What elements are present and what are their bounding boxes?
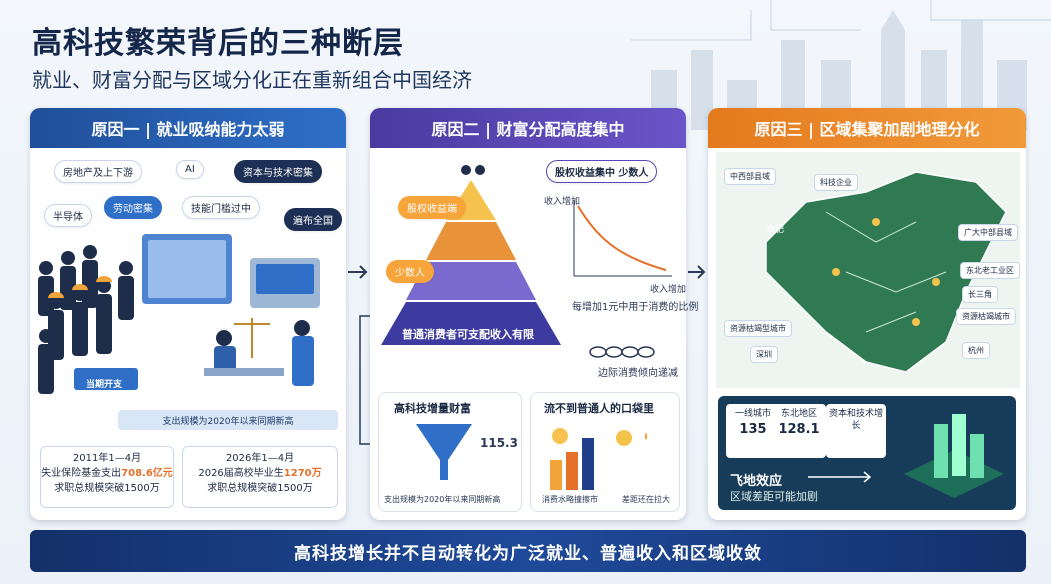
stat-capital: 资本和技术增长 [826,404,886,458]
panel-region-header: 原因三 | 区域集聚加剧地理分化 [708,108,1026,148]
chart-x-label: 收入增加 [650,285,687,295]
card-tech-wealth-value: 115.3 [480,436,518,450]
coin-bars-illustration [550,428,648,490]
stat-tier1-label: 一线城市 [734,409,771,419]
card-not-reaching-title: 流不到普通人的口袋里 [544,402,654,415]
funnel-icon [416,424,472,480]
card-tech-wealth-note: 支出规模为2020年以来同期新高 [384,495,501,504]
map-label-hefei: 合肥 [766,225,785,235]
page-title: 高科技繁荣背后的三种断层 [32,26,404,61]
stat-period: 2011年1—4月 [72,453,142,464]
tag-minority: 少数人 [386,260,434,283]
chain-icon [589,346,655,358]
tag-skill-threshold: 技能门槛过中 [182,196,260,219]
stat-tier1: 一线城市 135 [726,404,780,458]
tag-real-estate: 房地产及上下游 [54,160,142,183]
map-tag-hangzhou: 杭州 [962,342,990,359]
stat-note: 求职总规模突破1500万 [207,483,313,494]
card-tech-wealth-title: 高科技增量财富 [394,402,471,415]
stat-line: 失业保险基金支出708.6亿元 [41,466,173,481]
stat-note: 求职总规模突破1500万 [54,483,160,494]
stat-northeast: 东北地区 128.1 [772,404,826,458]
map-tag-midwest: 中西部县域 [724,168,776,185]
map-tag-resource-cities: 资源枯竭型城市 [724,320,792,337]
tag-equity-end: 股权收益端 [398,196,466,219]
chart-note: 每增加1元中用于消费的比例 [572,302,699,313]
effect-title: 飞地效应 [730,474,783,489]
card-note-2: 差距还在拉大 [622,495,670,504]
arrow-right-icon [808,471,872,483]
arrow-right-icon [348,265,368,279]
stat-tier1-value: 135 [739,422,767,437]
stat-line: 2026届高校毕业生1270万 [183,466,337,481]
chain-note: 边际消费倾向递减 [598,368,678,379]
tag-labor-intensive: 劳动密集 [104,196,162,219]
stat-unemployment-fund: 2011年1—4月 失业保险基金支出708.6亿元 求职总规模突破1500万 [40,446,174,508]
footer-conclusion: 高科技增长并不自动转化为广泛就业、普遍收入和区域收敛 [30,530,1026,572]
stat-northeast-value: 128.1 [778,422,820,437]
panel-wealth-header: 原因二 | 财富分配高度集中 [370,108,686,148]
tag-ai: AI [176,160,204,179]
map-tag-tech-firms: 科技企业 [814,174,858,191]
city-hologram-illustration [904,414,1004,498]
stat-value: 708.6亿元 [121,468,173,479]
arrow-right-icon [688,265,706,279]
consumption-curve-chart [573,200,672,277]
panel-employment-header: 原因一 | 就业吸纳能力太弱 [30,108,346,148]
stat-graduates: 2026年1—4月 2026届高校毕业生1270万 求职总规模突破1500万 [182,446,338,508]
workers-illustration [38,234,320,394]
page-subtitle: 就业、财富分配与区域分化正在重新组合中国经济 [32,68,472,92]
map-tag-central-counties: 广大中部县域 [958,224,1018,241]
pyramid-base-label: 普通消费者可支配收入有限 [402,328,534,341]
stat-value: 1270万 [283,468,322,479]
band-spending-high: 支出规模为2020年以来同期新高 [118,410,338,430]
card-note-1: 消费水略撞擦市 [542,495,598,504]
map-tag-yangtze-delta: 长三角 [962,286,998,303]
stat-label: 失业保险基金支出 [41,468,122,479]
tag-semiconductor: 半导体 [44,204,92,227]
map-tag-resource-cities-2: 资源枯竭城市 [956,308,1016,325]
effect-note: 区域差距可能加剧 [730,490,818,503]
card-not-reaching [530,392,680,512]
stat-capital-label: 资本和技术增长 [828,409,883,431]
stat-period: 2026年1—4月 [225,453,295,464]
stat-northeast-label: 东北地区 [780,409,817,419]
map-tag-northeast: 东北老工业区 [960,262,1020,279]
tag-nationwide: 遍布全国 [284,208,342,231]
tag-equity-concentration: 股权收益集中 少数人 [546,160,658,183]
stat-label: 2026届高校毕业生 [198,468,284,479]
tag-capital-tech: 资本与技术密集 [234,160,322,183]
wealth-pyramid-illustration [381,165,561,345]
chart-y-label: 收入增加 [544,197,581,207]
screen-sign-label: 当期开支 [86,380,123,390]
map-tag-shenzhen: 深圳 [750,346,778,363]
